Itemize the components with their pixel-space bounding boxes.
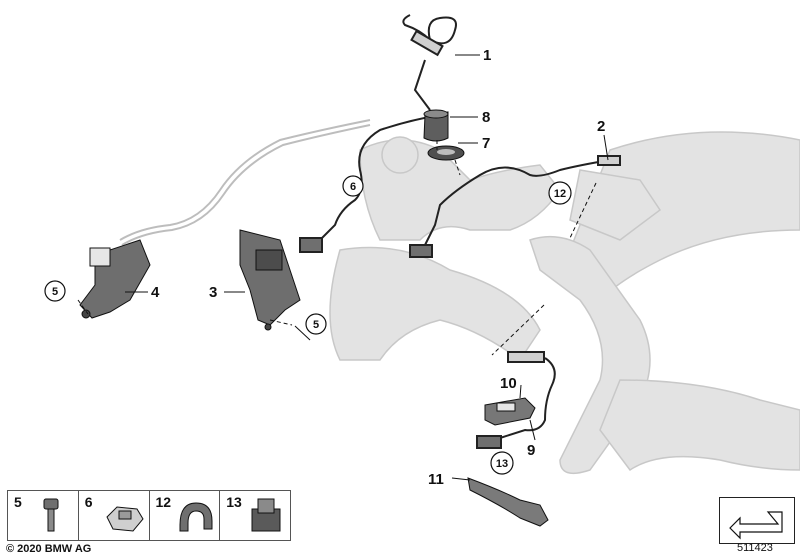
page-nav-box[interactable]: [719, 497, 795, 544]
exhaust-manifold-ghost: [329, 131, 800, 475]
part-3-bracket: [239, 229, 301, 331]
circled-ref-12: 12: [548, 181, 572, 205]
legend-number: 6: [84, 494, 93, 510]
part-9-oxygen-sensor-lower: [476, 351, 556, 449]
svg-text:5: 5: [313, 319, 319, 331]
part-11-holder: [467, 477, 549, 527]
legend-item-6[interactable]: 6: [79, 491, 150, 540]
svg-text:5: 5: [52, 286, 58, 298]
assembly-dash-lines: [77, 140, 597, 356]
callout-3: 3: [209, 284, 217, 301]
callout-2: 2: [597, 118, 605, 135]
svg-text:12: 12: [554, 188, 566, 200]
circled-ref-5-left: 5: [44, 280, 66, 302]
arrow-icon: [729, 511, 783, 540]
copyright-text: © 2020 BMW AG: [6, 543, 92, 555]
part-2-oxygen-sensor-rear: [409, 155, 621, 258]
cable-holder-icon: [179, 502, 212, 532]
legend-number: 13: [226, 494, 242, 510]
clip-icon: [106, 506, 144, 532]
callout-10: 10: [500, 375, 517, 392]
svg-text:6: 6: [350, 181, 356, 193]
circled-ref-6: 6: [342, 175, 364, 197]
circled-ref-13: 13: [490, 451, 514, 475]
callout-11: 11: [428, 471, 444, 488]
part-7-grommet: [427, 145, 465, 161]
circled-ref-5-right: 5: [305, 313, 327, 335]
callout-1: 1: [483, 47, 491, 64]
legend-number: 12: [155, 494, 172, 510]
callout-8: 8: [482, 109, 490, 126]
part-4-bracket: [79, 239, 151, 319]
diagram-id: 511423: [737, 542, 773, 554]
legend-number: 5: [14, 494, 22, 510]
sensor-cable-ghost: [119, 119, 371, 246]
callout-4: 4: [151, 284, 160, 301]
callout-7: 7: [482, 135, 490, 152]
connector-clip-icon: [251, 498, 281, 532]
callout-9: 9: [527, 442, 535, 459]
bolt-icon: [43, 498, 59, 532]
legend-item-13[interactable]: 13: [220, 491, 290, 540]
legend-item-5[interactable]: 5: [8, 491, 79, 540]
part-8-cap: [423, 109, 449, 142]
callout-leader-lines: [125, 54, 609, 481]
svg-text:13: 13: [496, 458, 508, 470]
small-parts-legend: 5 6 12 13: [7, 490, 291, 541]
legend-item-12[interactable]: 12: [150, 491, 221, 540]
part-1-oxygen-sensor-upper: [299, 14, 457, 253]
part-10-connector-bracket: [484, 397, 536, 426]
